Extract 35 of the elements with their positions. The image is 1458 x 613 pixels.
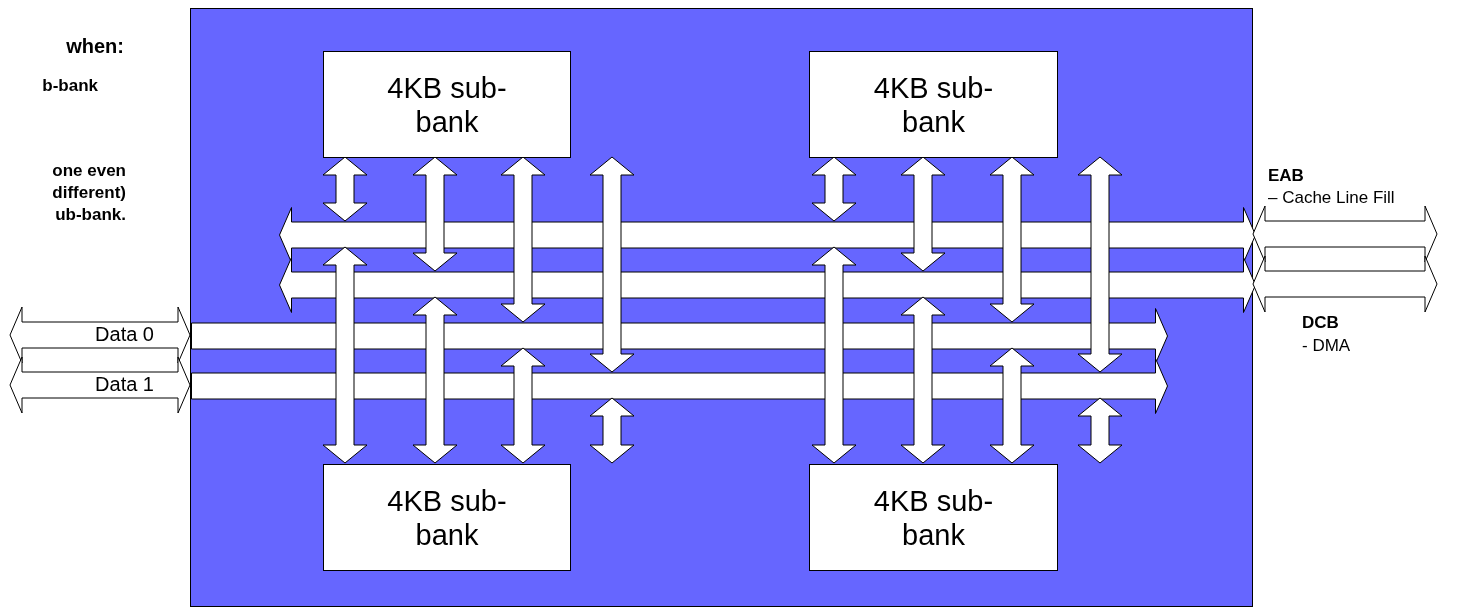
sub-bank-box: 4KB sub-bank — [323, 464, 571, 571]
double-arrow — [811, 246, 857, 464]
double-arrow — [412, 296, 458, 464]
memory-block — [190, 8, 1253, 607]
bold-note: EAB — [1268, 166, 1304, 186]
bold-note: one even different) ub-bank. — [51, 160, 126, 226]
bus-bar — [191, 308, 1168, 364]
bus-bar — [279, 207, 1256, 263]
double-arrow — [900, 296, 946, 464]
double-arrow — [322, 156, 368, 222]
double-arrow — [1077, 156, 1123, 373]
double-arrow — [989, 347, 1035, 464]
bold-note: DCB — [1302, 313, 1339, 333]
bold-note: b-bank — [41, 75, 98, 97]
double-arrow — [322, 246, 368, 464]
bold-note: when: — [65, 35, 124, 57]
note: – Cache Line Fill — [1268, 188, 1395, 208]
double-arrow — [589, 397, 635, 464]
edge-label: Data 1 — [95, 374, 154, 394]
double-arrow — [412, 156, 458, 272]
double-arrow — [989, 156, 1035, 323]
double-arrow — [500, 347, 546, 464]
double-arrow — [1252, 255, 1438, 313]
sub-bank-box: 4KB sub-bank — [809, 464, 1058, 571]
sub-bank-box: 4KB sub-bank — [809, 51, 1058, 158]
double-arrow — [589, 156, 635, 373]
double-arrow — [900, 156, 946, 272]
double-arrow — [1077, 397, 1123, 464]
sub-bank-box: 4KB sub-bank — [323, 51, 571, 158]
note: - DMA — [1302, 336, 1351, 356]
double-arrow — [811, 156, 857, 222]
double-arrow — [500, 156, 546, 323]
edge-label: Data 0 — [95, 324, 154, 344]
bus-bar — [279, 257, 1256, 313]
bus-bar — [191, 358, 1168, 414]
